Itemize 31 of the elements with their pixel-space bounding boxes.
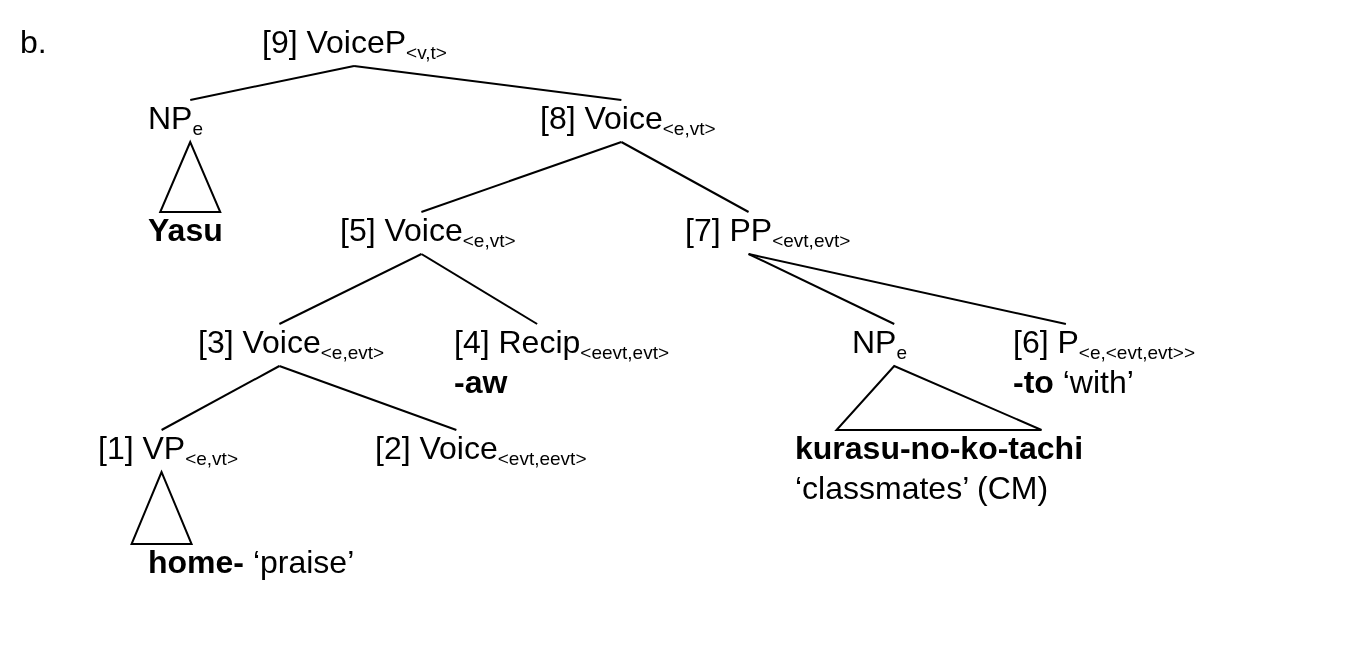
branch-line [747,253,896,325]
node-label: [7] PP$_{<evt,evt>}$ [685,211,851,250]
node-label: [1] VP$_{<e,vt>}$ [98,429,238,468]
branch-line [278,253,423,325]
branch-line [160,365,281,431]
branch-line [420,253,539,325]
word-text: Yasu [148,211,223,250]
node-label: [4] Recip$_{<eevt,evt>}$ [454,323,669,362]
node-label: [5] Voice$_{<e,vt>}$ [340,211,516,250]
triangle-branch [158,139,222,213]
node-label: [8] Voice$_{<e,vt>}$ [540,99,716,138]
node-label: [6] P$_{<e,<evt,evt>>}$ [1013,323,1195,362]
word-text: kurasu-no-ko-tachi [795,429,1084,468]
node-label: [2] Voice$_{<evt,eevt>}$ [375,429,587,468]
example-label: b. [20,24,47,61]
node-label: [3] Voice$_{<e,evt>}$ [198,323,385,362]
node-label: NP$_{e}$ [148,99,204,138]
node-label: NP$_{e}$ [852,323,908,362]
gloss-text: ‘classmates’ (CM) [795,469,1049,508]
word-text: -aw [454,363,508,402]
triangle-branch [130,469,194,545]
node-label: [9] VoiceP$_{<v,t>}$ [262,23,447,62]
branch-line [278,365,458,431]
triangle-branch [834,364,1043,431]
word-text: -to ‘with’ [1013,363,1134,402]
branch-line [353,65,623,101]
branch-line [620,141,750,213]
branch-line [189,65,356,101]
word-text: home- ‘praise’ [148,543,355,582]
branch-line [747,253,1067,325]
branch-line [420,141,623,213]
